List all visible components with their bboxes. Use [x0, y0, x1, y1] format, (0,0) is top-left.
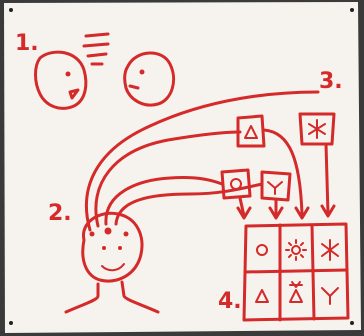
- result-grid: [242, 222, 350, 322]
- grid-cell-triangle-icon: [255, 289, 269, 303]
- card-asterisk: [298, 112, 336, 146]
- speech-lines-icon: [82, 32, 110, 66]
- corner-dot: [350, 321, 354, 325]
- card-y-shape: [260, 170, 292, 202]
- corner-dot: [350, 8, 354, 12]
- receiver-head: [64, 211, 160, 314]
- card-triangle: [236, 114, 266, 148]
- arrows-to-grid: [236, 128, 336, 220]
- signal-paths: [85, 90, 320, 232]
- left-talking-head: [34, 50, 88, 110]
- step-label-1: 1.: [15, 31, 39, 56]
- right-talking-head: [123, 51, 175, 107]
- grid-cell-sun-icon: [285, 239, 307, 261]
- step-label-4: 4.: [218, 289, 242, 314]
- grid-cell-sun-triangle-icon: [289, 281, 303, 303]
- grid-cell-y-shape-icon: [321, 287, 339, 305]
- step-label-3: 3.: [319, 69, 343, 94]
- paper-sheet: [4, 2, 361, 333]
- grid-cell-asterisk-icon: [321, 239, 339, 261]
- corner-dot: [9, 321, 13, 325]
- step-label-2: 2.: [48, 201, 72, 226]
- grid-cell-circle-icon: [256, 244, 268, 256]
- card-circle: [220, 168, 252, 200]
- corner-dot: [9, 8, 13, 12]
